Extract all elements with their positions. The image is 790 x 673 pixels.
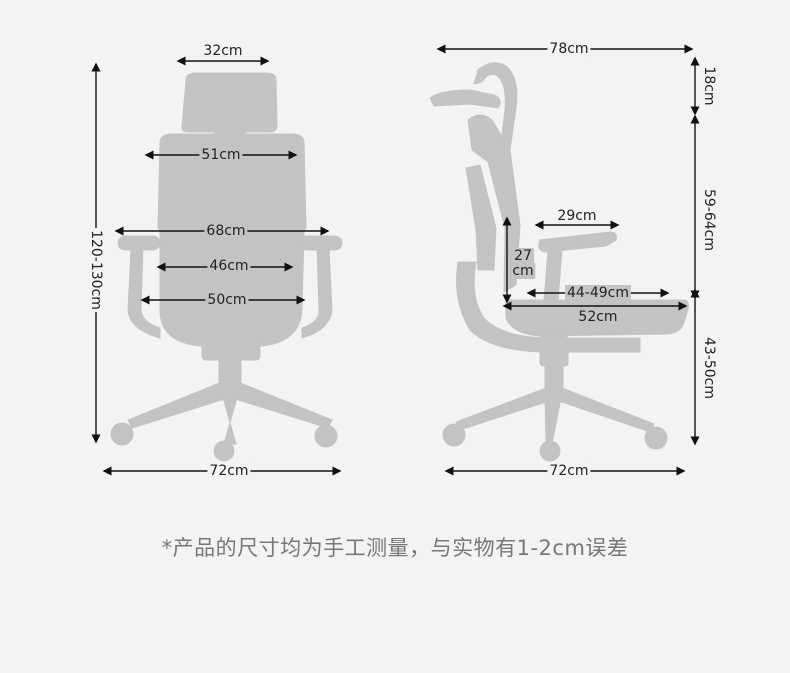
label-backrest-height: 59-64cm bbox=[701, 186, 717, 254]
measurement-disclaimer: *产品的尺寸均为手工测量，与实物有1-2cm误差 bbox=[161, 536, 629, 560]
label-armrest-height-value: 27 bbox=[512, 248, 534, 264]
side-dimension-lines bbox=[436, 44, 700, 476]
label-armrest-length: 29cm bbox=[555, 208, 599, 224]
label-backrest-width: 51cm bbox=[199, 147, 243, 163]
label-front-base-width: 72cm bbox=[207, 463, 251, 479]
label-armrest-span: 68cm bbox=[204, 223, 248, 239]
chair-side-silhouette bbox=[429, 62, 689, 462]
label-seat-width: 50cm bbox=[205, 292, 249, 308]
label-side-base-width: 72cm bbox=[547, 463, 591, 479]
label-seat-inner-width: 46cm bbox=[207, 258, 251, 274]
label-seat-depth-adjust: 44-49cm bbox=[564, 285, 632, 301]
label-total-height: 120-130cm bbox=[88, 228, 104, 312]
label-headrest-adjust: 18cm bbox=[701, 64, 717, 108]
label-total-depth: 78cm bbox=[547, 41, 591, 57]
label-armrest-height-unit: cm bbox=[510, 263, 536, 279]
label-headrest-width: 32cm bbox=[201, 43, 245, 59]
label-seat-depth: 52cm bbox=[576, 309, 620, 325]
label-seat-height: 43-50cm bbox=[701, 334, 717, 402]
